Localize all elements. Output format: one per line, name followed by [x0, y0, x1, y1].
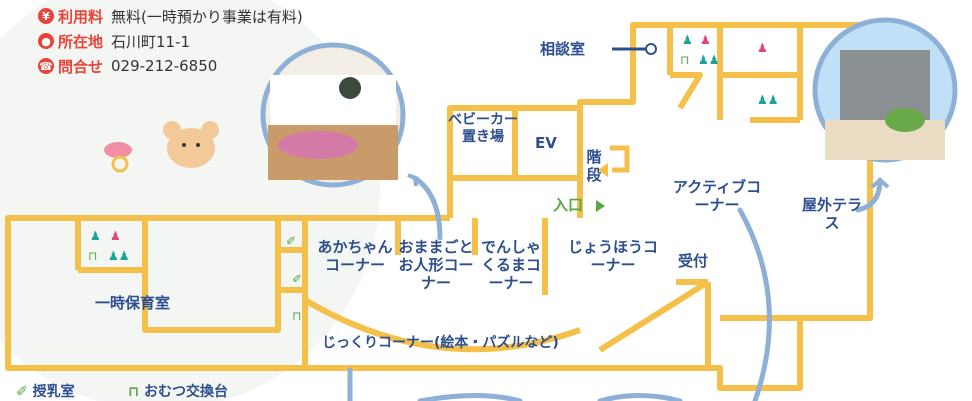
info-corner-label: じょうほうコーナー — [567, 238, 658, 274]
reception-label: 受付 — [678, 252, 709, 270]
entrance-arrow-icon — [596, 200, 605, 212]
photo-terrace — [812, 17, 958, 163]
fee-row: ¥ 利用料 無料(一時預かり事業は有料) — [38, 5, 303, 27]
stairs-label: 階段 — [586, 148, 602, 184]
svg-text:⊓: ⊓ — [680, 53, 689, 67]
stroller-area-label: ベビーカー置き場 — [448, 112, 518, 145]
connector-arrow-icon — [870, 177, 890, 189]
svg-text:♟: ♟ — [110, 229, 121, 243]
svg-text:♟♟: ♟♟ — [698, 53, 720, 67]
consult-pointer-dot — [645, 43, 657, 55]
consult-room-label: 相談室 — [540, 40, 586, 58]
location-row: ● 所在地 石川町11-1 — [38, 30, 190, 52]
svg-text:⊓: ⊓ — [88, 249, 97, 263]
contact-row: ☎ 問合せ 029-212-6850 — [38, 55, 217, 77]
entrance-label: 入口 — [553, 196, 584, 214]
svg-text:✐: ✐ — [292, 272, 302, 286]
fee-value: 無料(一時預かり事業は有料) — [111, 7, 303, 26]
svg-text:⊓: ⊓ — [292, 309, 301, 323]
diaper-table-icon: ⊓ — [128, 384, 140, 400]
location-label: 所在地 — [58, 32, 104, 51]
legend-diaper: ⊓ おむつ交換台 — [128, 381, 228, 401]
outdoor-terrace-label: 屋外テラス — [801, 196, 862, 232]
legend-diaper-label: おむつ交換台 — [144, 384, 229, 400]
train-corner-label: でんしゃくるまコーナー — [480, 238, 541, 292]
svg-text:♟: ♟ — [700, 33, 711, 47]
ev-label: EV — [535, 134, 557, 152]
map-pin-icon: ● — [38, 33, 54, 49]
svg-text:✐: ✐ — [286, 234, 296, 248]
legend-nursing-label: 授乳室 — [32, 384, 75, 400]
fee-label: 利用料 — [58, 7, 104, 26]
legend-nursing: ✐ 授乳室 — [16, 381, 75, 401]
svg-text:♟♟: ♟♟ — [108, 249, 130, 263]
photo-connectors — [347, 175, 883, 401]
stairs-arrow-icon — [610, 145, 630, 173]
temp-care-room-label: 一時保育室 — [95, 294, 171, 312]
pacifier-icon — [104, 142, 132, 173]
active-corner-label: アクティブコーナー — [672, 178, 762, 214]
svg-text:♟: ♟ — [682, 33, 693, 47]
stairs-arrowhead-icon — [598, 163, 608, 177]
contact-value: 029-212-6850 — [111, 57, 218, 75]
phone-icon: ☎ — [38, 58, 54, 74]
svg-text:♟: ♟ — [757, 41, 768, 55]
facility-icons: ♟♟ ⊓♟♟ ♟♟ ⊓♟♟ ♟ ♟♟ ✐ ✐ ⊓ — [88, 33, 779, 323]
connector-arrow-icon — [407, 173, 418, 187]
baby-corner-label: あかちゃんコーナー — [317, 238, 393, 274]
reading-corner-label: じっくりコーナー(絵本・パズルなど) — [322, 335, 559, 351]
bottle-icon: ✐ — [16, 384, 28, 400]
photo-playroom — [260, 42, 406, 188]
bear-icon — [163, 121, 219, 168]
contact-label: 問合せ — [58, 57, 104, 76]
location-value: 石川町11-1 — [111, 32, 191, 51]
pretend-play-corner-label: おままごとお人形コーナー — [398, 238, 474, 292]
yen-icon: ¥ — [38, 8, 54, 24]
walls — [5, 22, 873, 391]
svg-text:♟: ♟ — [90, 229, 101, 243]
svg-text:♟♟: ♟♟ — [757, 93, 779, 107]
